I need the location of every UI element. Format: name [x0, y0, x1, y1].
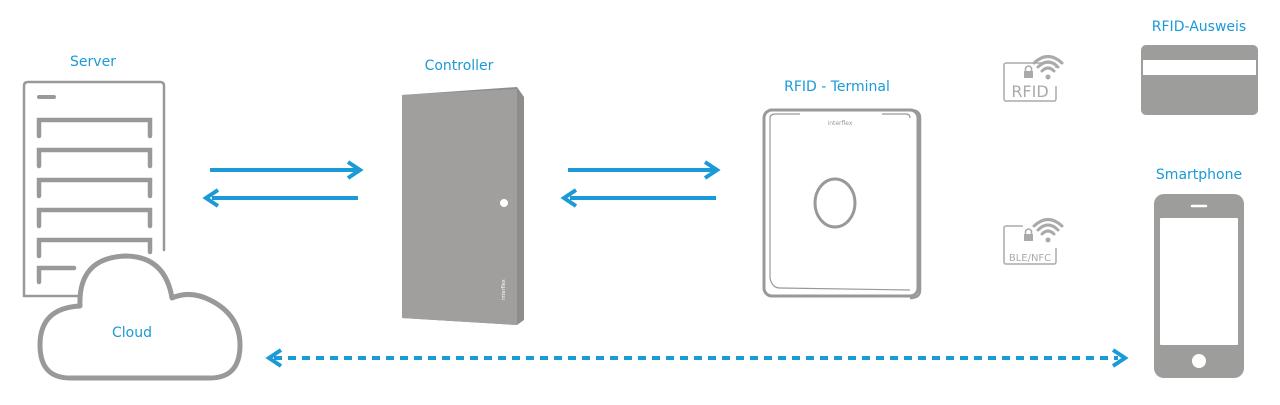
arrowhead-right-icon [1111, 348, 1129, 368]
controller-label: Controller [424, 58, 494, 74]
terminal-reader-button [813, 177, 857, 229]
controller-device: interflex [402, 87, 524, 325]
server-icon [22, 80, 166, 298]
cloud-smartphone-arrow [265, 348, 1129, 368]
ble-nfc-badge-label: BLE/NFC [1009, 253, 1051, 264]
smartphone-label: Smartphone [1155, 167, 1243, 183]
terminal-brand-logo: interflex [828, 120, 853, 127]
lock-icon [1024, 71, 1033, 78]
server-label: Server [70, 54, 116, 70]
smartphone-icon [1154, 194, 1244, 378]
arrowhead-left-icon [560, 188, 578, 208]
arrowhead-left-icon [265, 348, 283, 368]
arrowhead-right-icon [703, 160, 721, 180]
rfid-wireless-badge-icon [1003, 55, 1064, 102]
controller-brand-logo: interflex [501, 279, 507, 300]
lock-icon [1024, 234, 1033, 241]
ble-nfc-wireless-badge-icon [1003, 218, 1064, 265]
rfid-terminal-device [762, 108, 922, 300]
card-label: RFID-Ausweis [1151, 19, 1247, 35]
cloud-icon [37, 253, 243, 381]
arrowhead-right-icon [346, 160, 364, 180]
server-controller-arrows [202, 160, 364, 208]
cloud-label: Cloud [112, 325, 152, 341]
terminal-label: RFID - Terminal [784, 79, 890, 95]
rfid-card-icon [1141, 45, 1258, 115]
arrowhead-left-icon [202, 188, 220, 208]
rfid-badge-label: RFID [1011, 82, 1048, 101]
controller-lock-icon [500, 199, 508, 207]
wifi-icon [1032, 218, 1064, 243]
controller-terminal-arrows [560, 160, 721, 208]
wifi-icon [1032, 55, 1064, 80]
